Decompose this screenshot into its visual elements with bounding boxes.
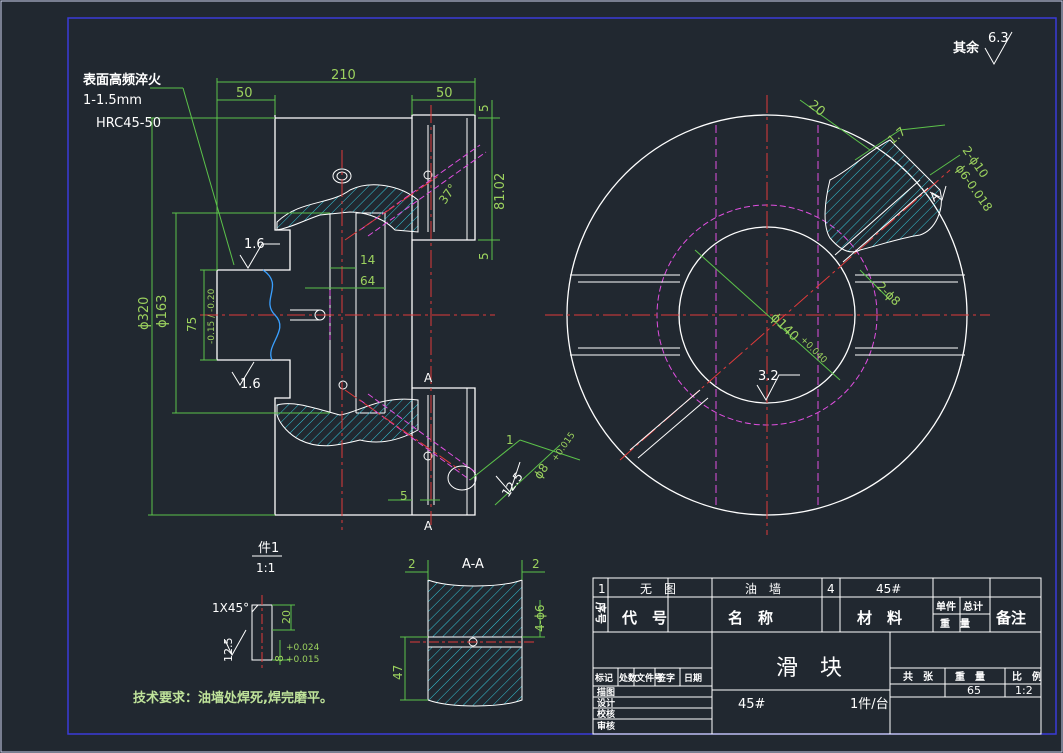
tb-role-check: 校核	[597, 708, 615, 720]
dim-slot-14: 14	[360, 253, 375, 267]
tb-role-review: 审核	[597, 720, 615, 732]
tb-role-design: 设计	[597, 697, 615, 709]
tb-row1-name: 油 墙	[745, 582, 781, 596]
tb-rev-date: 日期	[684, 672, 702, 684]
side-dim-20: 20	[805, 98, 827, 120]
section-A-A	[400, 560, 545, 707]
dim-overall-width: 210	[331, 68, 356, 83]
tb-rev-mark: 标记	[594, 672, 613, 684]
dim-75: 75	[185, 317, 199, 332]
dim-left-step: 50	[236, 86, 253, 101]
dim-hole-dia: ϕ8	[531, 461, 551, 482]
detail-dim-20: 20	[280, 610, 293, 624]
tb-rev-count: 处数	[618, 672, 638, 684]
dim-right-step: 50	[436, 86, 453, 101]
tb-header-total-weight: 总计	[963, 600, 983, 613]
front-view	[148, 78, 581, 530]
tb-weight-label: 重 量	[955, 670, 985, 683]
section-height: 47	[391, 665, 405, 680]
section-mark-bottom: A	[424, 519, 433, 533]
tb-header-weight: 重 量	[940, 617, 970, 630]
section-mark-top: A	[424, 371, 433, 385]
dim-slot-64: 64	[360, 274, 375, 288]
hardening-depth-note: 1-1.5mm	[83, 93, 142, 108]
tb-weight-value: 65	[967, 684, 981, 697]
dim-hole-tolerance: +0.015	[550, 431, 577, 464]
tb-scale-value: 1:2	[1015, 684, 1033, 697]
side-hole-8: 2-ϕ8	[874, 279, 903, 308]
tb-rev-docno: 文件号	[635, 672, 663, 684]
side-bore-tolerance: +0.040	[798, 335, 829, 366]
dim-bottom-gap: 5	[477, 252, 491, 260]
detail-tol-upper: +0.024	[286, 643, 320, 653]
detail-part-label: 件1	[258, 541, 279, 556]
tb-header-remarks: 备注	[995, 609, 1026, 627]
tb-stage-label: 共 张	[903, 670, 934, 683]
roughness-rest-symbol	[984, 31, 1013, 66]
tb-header-code: 代 号	[621, 609, 667, 627]
dim-dia-320: ϕ320	[137, 297, 152, 330]
hardness-note: HRC45-50	[96, 116, 161, 131]
tb-scale-label: 比 例	[1012, 670, 1042, 683]
surface-treatment-note: 表面高频淬火	[82, 72, 162, 88]
detail-roughness: 12.5	[222, 638, 235, 663]
roughness-3-2: 3.2	[758, 369, 779, 384]
tb-material: 45#	[738, 697, 765, 712]
tb-row1-seq: 1	[598, 582, 606, 596]
detail-part-1	[224, 555, 295, 670]
dim-right-height: 81.02	[493, 173, 508, 210]
tb-row1-code: 无 图	[640, 582, 676, 596]
tech-requirements: 技术要求：油墙处焊死,焊完磨平。	[133, 690, 333, 706]
tb-header-material: 材 料	[857, 609, 902, 627]
inner-frame	[67, 17, 1057, 735]
side-bore-dia: ϕ140	[767, 310, 801, 344]
section-right-gap: 2	[532, 557, 540, 571]
tb-rev-sign: 签字	[656, 672, 675, 684]
side-view	[545, 95, 990, 535]
tb-drawing-title: 滑 块	[776, 656, 842, 681]
roughness-rest-label: 其余	[953, 40, 980, 56]
tb-header-unit-weight: 单件	[936, 600, 956, 613]
dim-dia-163: ϕ163	[155, 295, 170, 328]
section-left-gap: 2	[408, 557, 416, 571]
tb-role-trace: 描图	[597, 686, 615, 698]
section-holes: 4-ϕ6	[533, 604, 547, 632]
dim-75-tolerance: -0.15 / -0.20	[207, 288, 217, 344]
title-block	[592, 577, 1042, 735]
tb-row1-qty: 4	[827, 582, 835, 596]
tb-header-name: 名 称	[728, 609, 773, 627]
dim-gap-5: 5	[400, 489, 408, 503]
tb-row1-material: 45#	[876, 582, 901, 596]
tb-quantity: 1件/台	[850, 697, 889, 712]
dim-angle: 37°	[436, 181, 460, 206]
roughness-bottom: 1.6	[240, 377, 261, 392]
roughness-top: 1.6	[244, 237, 265, 252]
detail-part-scale: 1:1	[256, 561, 275, 575]
roughness-12-5: 12.5	[499, 470, 526, 500]
roughness-rest-value: 6.3	[988, 31, 1009, 46]
tb-header-seq: 序号	[594, 602, 608, 624]
dim-top-gap: 5	[477, 104, 491, 112]
detail-chamfer: 1X45°	[212, 601, 249, 615]
dim-chamfer: 1	[506, 433, 514, 447]
detail-dia-8: 8	[273, 655, 286, 662]
section-title: A-A	[462, 557, 484, 572]
detail-tol-lower: +0.015	[286, 655, 319, 665]
